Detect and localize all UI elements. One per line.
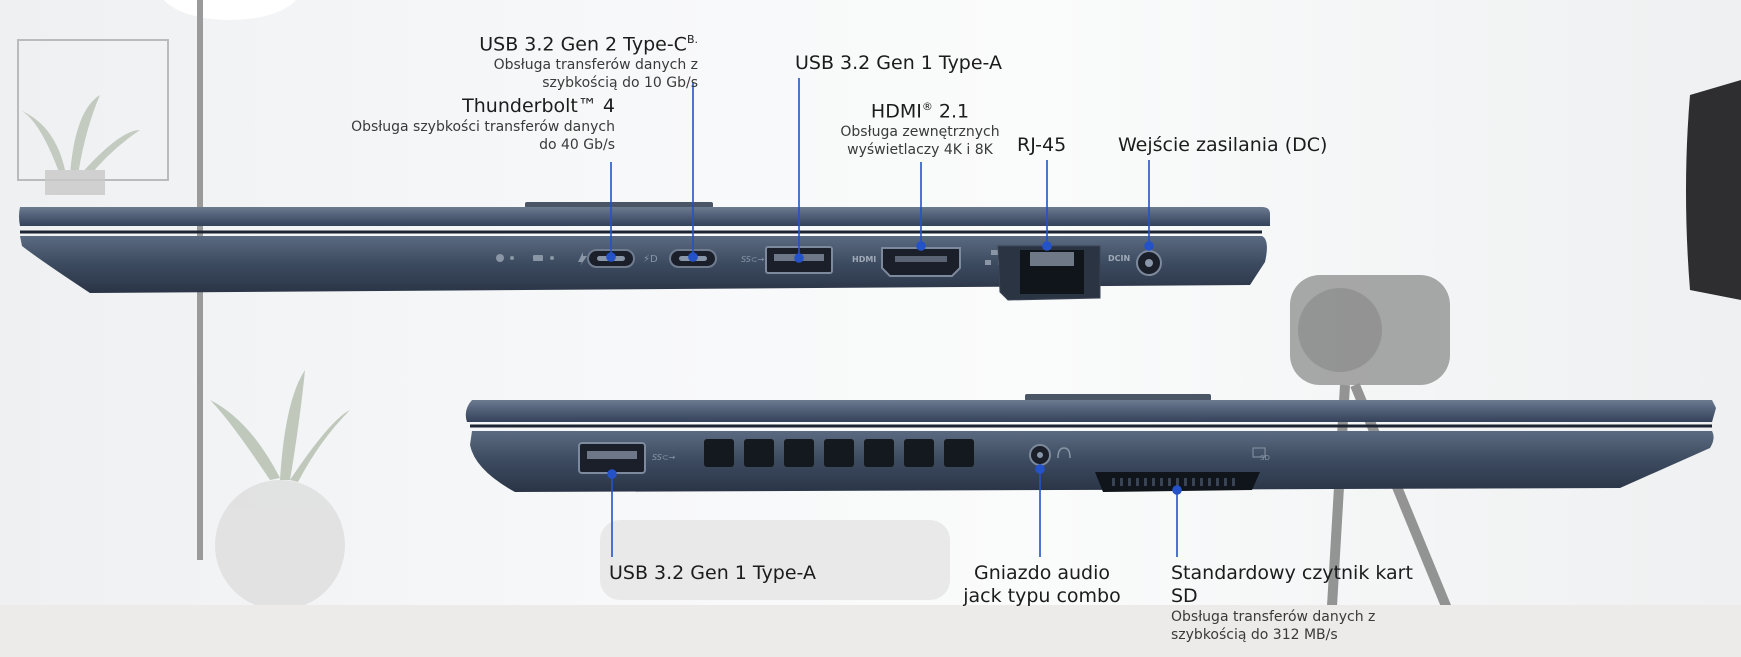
hdmi-title: HDMI — [870, 100, 922, 123]
hdmi-desc-line1: Obsługa zewnętrznych — [840, 124, 1000, 141]
svg-text:⚡D: ⚡D — [643, 254, 658, 265]
sd-title-line2: SD — [1171, 585, 1198, 607]
thunderbolt-desc-line2: do 40 Gb/s — [539, 137, 615, 153]
lid-top — [19, 207, 1270, 226]
sd-marking: SD — [1260, 454, 1270, 462]
usb-a-marking-top: SS⊂→ — [741, 255, 765, 264]
desk-object — [600, 520, 950, 600]
callout-audio-jack: Gniazdo audio jack typu combo — [950, 562, 1134, 608]
hdmi-registered: ® — [921, 100, 933, 113]
dc-marking: DCIN — [1108, 254, 1130, 263]
callout-sd-reader: Standardowy czytnik kart SD Obsługa tran… — [1171, 562, 1413, 644]
camera-tripod-icon — [1290, 275, 1465, 642]
usb-a-left-title: USB 3.2 Gen 1 Type-A — [609, 562, 816, 584]
callout-dc-in: Wejście zasilania (DC) — [1118, 134, 1327, 157]
callout-hdmi: HDMI® 2.1 Obsługa zewnętrznych wyświetla… — [840, 95, 1000, 159]
usb-a-right-title: USB 3.2 Gen 1 Type-A — [795, 52, 1002, 74]
rj45-title: RJ-45 — [1017, 134, 1067, 156]
audio-title-line2: jack typu combo — [963, 585, 1121, 607]
callout-usb-a-left: USB 3.2 Gen 1 Type-A — [609, 562, 816, 585]
dc-in-title: Wejście zasilania (DC) — [1118, 134, 1328, 156]
base-left — [470, 431, 1714, 492]
thunderbolt-desc-line1: Obsługa szybkości transferów danych — [351, 119, 615, 135]
sd-desc-line1: Obsługa transferów danych z — [1171, 609, 1376, 625]
callout-usb-c-gen2: USB 3.2 Gen 2 Type-CB. Obsługa transferó… — [479, 28, 698, 92]
usb-c-title: USB 3.2 Gen 2 Type-C — [479, 33, 687, 56]
desk — [0, 605, 1741, 657]
callout-thunderbolt: Thunderbolt™ 4 Obsługa szybkości transfe… — [351, 95, 615, 154]
sd-title-line1: Standardowy czytnik kart — [1171, 562, 1413, 584]
hdmi-version: 2.1 — [932, 100, 970, 123]
sd-desc-line2: szybkością do 312 MB/s — [1171, 627, 1338, 643]
air-vents — [704, 439, 974, 467]
status-led-icons — [496, 252, 587, 266]
plant-top-icon — [20, 95, 140, 195]
usb-c-desc-line1: Obsługa transferów danych z — [493, 57, 698, 74]
usb-c-desc-line2: szybkością do 10 Gb/s — [542, 75, 698, 92]
headset-icon — [1057, 447, 1071, 459]
callout-rj45: RJ-45 — [1017, 134, 1066, 157]
thunderbolt-title: Thunderbolt™ 4 — [462, 95, 615, 117]
plant-bottom-icon — [210, 370, 350, 610]
callout-usb-a-right: USB 3.2 Gen 1 Type-A — [795, 52, 1002, 75]
usb-a-marking-bottom: SS⊂→ — [652, 453, 676, 462]
lid-top-bottom — [465, 400, 1716, 422]
usb-c-footnote: B. — [686, 33, 698, 46]
audio-title-line1: Gniazdo audio — [973, 562, 1111, 584]
sd-card-icon — [1252, 447, 1266, 458]
hdmi-desc-line2: wyświetlaczy 4K i 8K — [847, 142, 993, 159]
hdmi-marking: HDMI — [852, 255, 876, 264]
softbox-icon — [1686, 80, 1741, 300]
